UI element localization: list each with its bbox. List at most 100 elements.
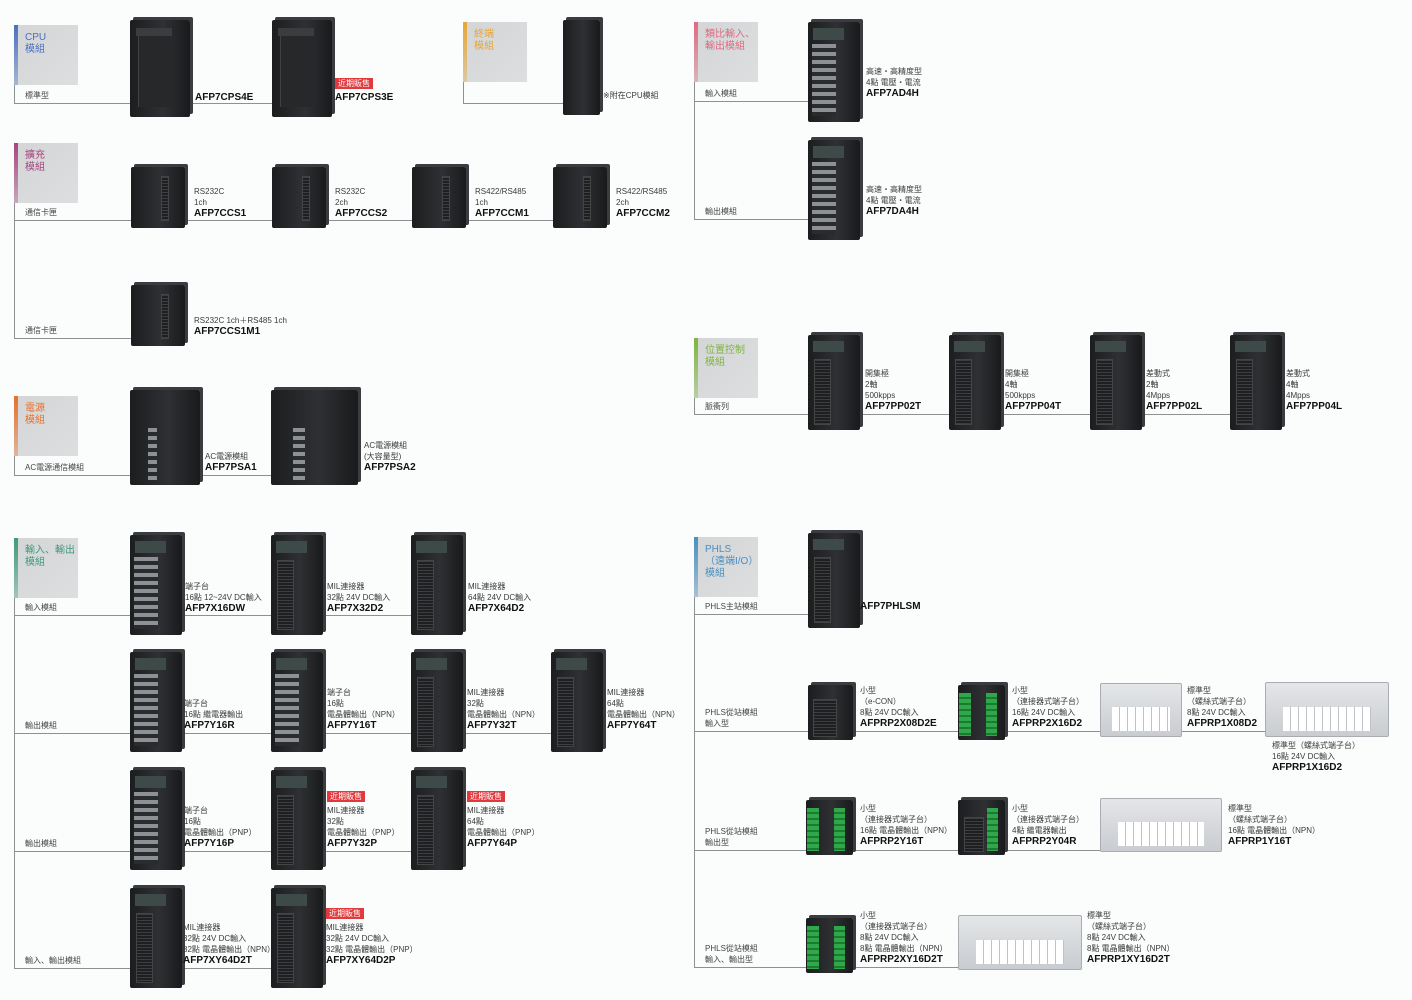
- section-title-line: 模組: [25, 415, 45, 426]
- product-spec-line: 端子台: [327, 688, 351, 697]
- product-image[interactable]: [553, 167, 607, 228]
- module-detail: [1235, 340, 1267, 353]
- product-info[interactable]: AFP7CPS4E: [195, 92, 253, 104]
- product-image[interactable]: [130, 20, 190, 117]
- product-image[interactable]: [130, 888, 182, 988]
- product-info[interactable]: 標準型（螺絲式端子台）16點 電晶體輸出（NPN）AFPRP1Y16T: [1228, 803, 1320, 848]
- product-image[interactable]: [808, 685, 853, 740]
- product-image[interactable]: [1100, 683, 1182, 737]
- product-image[interactable]: [1265, 682, 1389, 737]
- product-info[interactable]: AFP7PHLSM: [860, 601, 921, 613]
- product-image[interactable]: [130, 535, 182, 635]
- product-image[interactable]: [131, 167, 185, 228]
- product-image[interactable]: [1100, 798, 1222, 852]
- product-image[interactable]: [272, 167, 326, 228]
- product-info[interactable]: 小型（連接器式端子台）16點 電晶體輸出（NPN）AFPRP2Y16T: [860, 803, 952, 848]
- product-image[interactable]: [551, 652, 603, 752]
- product-spec-line: ※附在CPU模組: [603, 91, 659, 100]
- product-model: AFP7CPS3E: [335, 92, 394, 103]
- product-image[interactable]: [808, 335, 860, 430]
- product-image[interactable]: [411, 535, 463, 635]
- module-detail: [160, 176, 170, 221]
- product-spec-line: 端子台: [184, 699, 208, 708]
- product-info[interactable]: AC電源模組(大容量型)AFP7PSA2: [364, 440, 416, 474]
- product-image[interactable]: [1230, 335, 1282, 430]
- product-spec-line: 16點 電晶體輸出（NPN）: [1228, 826, 1321, 835]
- product-image[interactable]: [958, 915, 1082, 970]
- product-image[interactable]: [563, 20, 600, 115]
- module-detail: [277, 913, 294, 983]
- module-detail: [954, 340, 986, 353]
- product-image[interactable]: [271, 888, 323, 988]
- product-image[interactable]: [271, 652, 323, 752]
- product-image[interactable]: [272, 20, 332, 117]
- section-title-line: PHLS: [705, 544, 732, 555]
- product-image[interactable]: [958, 685, 1005, 740]
- product-spec-line: （螺絲式端子台）: [1087, 922, 1151, 931]
- product-image[interactable]: [806, 800, 853, 855]
- product-spec-line: 8點 電晶體輸出（NPN）: [1087, 944, 1175, 953]
- product-image[interactable]: [131, 285, 185, 346]
- product-spec-line: 4點 繼電器輸出: [1012, 826, 1067, 835]
- product-image[interactable]: [1090, 335, 1142, 430]
- product-image[interactable]: [130, 390, 200, 485]
- product-spec-line: MIL連接器: [326, 923, 364, 932]
- product-image[interactable]: [412, 167, 466, 228]
- product-image[interactable]: [808, 533, 860, 628]
- product-model: AFP7PSA1: [205, 462, 257, 473]
- product-image[interactable]: [271, 770, 323, 870]
- product-image[interactable]: [958, 800, 1005, 855]
- product-image[interactable]: [949, 335, 1001, 430]
- section-title-line: 模組: [705, 357, 725, 368]
- product-spec-line: 16點 電晶體輸出（NPN）: [860, 826, 953, 835]
- product-image[interactable]: [130, 652, 182, 752]
- product-image[interactable]: [271, 390, 358, 485]
- product-image[interactable]: [808, 22, 860, 122]
- product-info[interactable]: ※附在CPU模組: [603, 90, 659, 101]
- product-model: AFP7Y32P: [327, 838, 378, 849]
- product-image[interactable]: [271, 535, 323, 635]
- module-detail: [812, 44, 836, 116]
- product-image[interactable]: [808, 140, 860, 240]
- product-image[interactable]: [411, 652, 463, 752]
- product-image[interactable]: [806, 918, 853, 973]
- product-image[interactable]: [130, 770, 182, 870]
- product-model: AFP7CCS1M1: [194, 326, 261, 337]
- module-detail: [278, 27, 314, 36]
- badge-wrap: 近期販售: [327, 791, 399, 805]
- section-title-line: 位置控制: [705, 345, 745, 356]
- product-image[interactable]: [411, 770, 463, 870]
